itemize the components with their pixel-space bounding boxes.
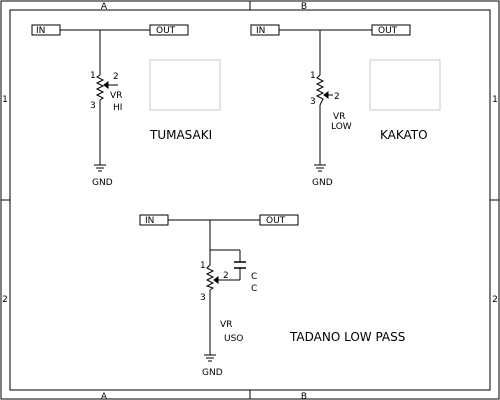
placeholder-box — [149, 59, 221, 111]
pin-1-label: 1 — [200, 261, 206, 271]
part-label: VR — [110, 91, 122, 101]
pin-1-label: 1 — [310, 71, 316, 81]
capacitor-symbol[interactable] — [234, 261, 246, 269]
zone-label-bottom-a: A — [101, 392, 108, 400]
capacitor-value: C — [251, 284, 257, 294]
zone-label-top-a: A — [101, 2, 108, 12]
out-port[interactable]: OUT — [149, 24, 189, 36]
part-label: VR — [220, 320, 232, 330]
circuit-title: TUMASAKI — [149, 128, 212, 142]
part-value: LOW — [331, 122, 352, 132]
pin-2-label: 2 — [113, 72, 119, 82]
pin-3-label: 3 — [310, 97, 316, 107]
svg-text:IN: IN — [145, 216, 154, 226]
part-label: VR — [333, 112, 345, 122]
in-port[interactable]: IN — [139, 214, 169, 226]
svg-text:OUT: OUT — [266, 216, 286, 226]
ground-symbol — [204, 354, 216, 362]
part-value: HI — [113, 103, 122, 113]
pin-2-label: 2 — [223, 271, 229, 281]
pin-3-label: 3 — [90, 101, 96, 111]
placeholder-box — [369, 59, 441, 111]
zone-label-right-2: 2 — [492, 295, 498, 305]
ground-symbol — [314, 164, 326, 172]
zone-label-left-2: 2 — [2, 295, 8, 305]
svg-text:IN: IN — [36, 26, 45, 36]
potentiometer-symbol[interactable] — [315, 74, 333, 106]
zone-label-right-1: 1 — [492, 95, 498, 105]
svg-text:OUT: OUT — [156, 26, 176, 36]
pin-1-label: 1 — [90, 71, 96, 81]
ground-label: GND — [312, 178, 333, 188]
svg-text:OUT: OUT — [378, 26, 398, 36]
circuit-tadano-low-pass: IN OUT 1 2 3 C C VR USO — [139, 214, 405, 378]
pin-2-label: 2 — [334, 92, 340, 102]
potentiometer-symbol[interactable] — [95, 74, 118, 101]
part-value: USO — [224, 334, 243, 344]
wires — [279, 29, 372, 165]
zone-label-top-b: B — [301, 2, 307, 12]
potentiometer-symbol[interactable] — [205, 264, 219, 291]
pin-3-label: 3 — [200, 293, 206, 303]
out-port[interactable]: OUT — [259, 214, 299, 226]
circuit-title: KAKATO — [380, 128, 428, 142]
zone-label-bottom-b: B — [301, 392, 307, 400]
circuit-kakato: IN OUT 1 2 3 VR LOW GND KAKATO — [250, 24, 441, 188]
wires — [60, 29, 150, 165]
wires — [168, 219, 260, 355]
capacitor-label: C — [251, 272, 257, 282]
circuit-title: TADANO LOW PASS — [289, 330, 405, 344]
circuit-tumasaki: IN OUT 1 2 3 VR HI GND TUMASAKI — [31, 24, 221, 188]
ground-label: GND — [92, 178, 113, 188]
in-port[interactable]: IN — [250, 24, 280, 36]
in-port[interactable]: IN — [31, 24, 61, 36]
out-port[interactable]: OUT — [371, 24, 411, 36]
svg-text:IN: IN — [256, 26, 265, 36]
zone-label-left-1: 1 — [2, 95, 8, 105]
ground-label: GND — [202, 368, 223, 378]
ground-symbol — [94, 164, 106, 172]
